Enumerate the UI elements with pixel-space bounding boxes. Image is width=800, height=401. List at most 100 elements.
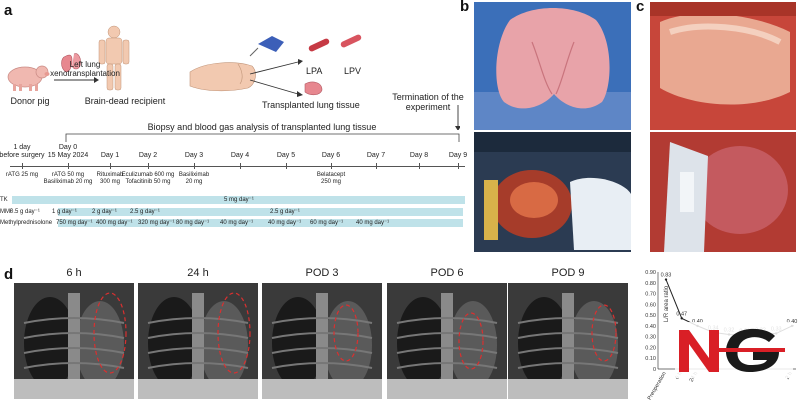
treatment-name: MMF: [0, 209, 14, 215]
surgery-photo-bottom: [474, 132, 631, 252]
treatment-dose: 0.5 g day⁻¹: [10, 209, 40, 215]
timeline-day-label: Day 3: [184, 152, 204, 159]
pig-illustration: [7, 65, 50, 91]
xray-label: 24 h: [187, 267, 209, 279]
panel-label-b: b: [460, 0, 470, 15]
chest-xray-image: [262, 283, 382, 399]
treatment-dose: 2 g day⁻¹: [92, 209, 117, 215]
chart-y-tick-label: 0.70: [645, 292, 656, 298]
chest-xray-image: [14, 283, 134, 399]
biopsy-bracket: [65, 133, 460, 142]
treatment-dose: 40 mg day⁻¹: [220, 220, 254, 226]
termination-label: Termination of the experiment: [392, 92, 464, 112]
timeline-drug-label: Eculizumab 600 mg Tofacitinib 50 mg: [121, 172, 175, 185]
treatment-dose: 320 mg day⁻¹: [138, 220, 175, 226]
chart-y-axis-label: L/R area ratio: [664, 285, 670, 322]
chest-xray-image: [387, 283, 507, 399]
lpv-tube-icon: [340, 34, 362, 48]
timeline-tick: [22, 163, 23, 169]
timeline-tick: [194, 163, 195, 169]
chest-xray-image: [508, 283, 628, 399]
timeline-day-label: Day 0 15 May 2024: [47, 144, 89, 159]
xray-label: POD 3: [305, 267, 339, 279]
timeline-drug-label: rATG 50 mg Basiliximab 20 mg: [43, 172, 93, 185]
timeline-tick: [286, 163, 287, 169]
chart-data-label: 0.47: [676, 311, 687, 317]
timeline-day-label: Day 4: [230, 152, 250, 159]
syringe-icon: [249, 36, 284, 57]
chart-y-tick-label: 0: [653, 367, 656, 373]
lpa-tube-icon: [308, 38, 330, 52]
procedure-label: Left lung xenotransplantation: [50, 60, 120, 78]
timeline-tick: [240, 163, 241, 169]
timeline-tick: [331, 163, 332, 169]
chart-data-label: 0.40: [692, 319, 703, 325]
treatment-bar: [58, 219, 463, 227]
donor-lung-illustration: [61, 53, 81, 73]
chest-xray-image: [138, 283, 258, 399]
timeline-axis: [10, 166, 465, 167]
timeline-day-label: 1 day before surgery: [0, 144, 45, 159]
treatment-bar: [12, 208, 58, 216]
treatment-dose: 2.5 g day⁻¹: [270, 209, 300, 215]
timeline-day-label: Day 9: [448, 152, 468, 159]
timeline-drug-label: Rituximab 300 mg: [96, 172, 124, 185]
treatment-dose: 5 mg day⁻¹: [224, 197, 254, 203]
chart-y-tick-label: 0.20: [645, 345, 656, 351]
timeline-tick: [376, 163, 377, 169]
lung-photo-top: [474, 2, 631, 130]
lpv-label: LPV: [344, 66, 362, 76]
panel-label-d: d: [4, 266, 14, 283]
timeline-day-label: Day 2: [138, 152, 158, 159]
donor-pig-label: Donor pig: [10, 96, 50, 106]
timeline-day-label: Day 8: [409, 152, 429, 159]
biopsy-label: Biopsy and blood gas analysis of transpl…: [147, 122, 377, 132]
hand-illustration: [189, 62, 256, 92]
treatment-dose: 750 mg day⁻¹: [56, 220, 93, 226]
timeline-day-label: Day 5: [276, 152, 296, 159]
chart-data-label: 0.83: [661, 273, 672, 279]
chart-x-tick-label: Preoperation: [647, 371, 668, 401]
panel-label-a: a: [4, 2, 13, 19]
tissue-label: Transplanted lung tissue: [262, 100, 360, 110]
chart-y-tick-label: 0.60: [645, 302, 656, 308]
treatment-bar: [12, 196, 465, 204]
chart-y-tick-label: 0.10: [645, 356, 656, 362]
chart-y-tick-label: 0.90: [645, 270, 656, 276]
timeline-tick: [110, 163, 111, 169]
chart-y-tick-label: 0.50: [645, 313, 656, 319]
lung-closeup-photo-bottom: [650, 132, 796, 252]
timeline-tick: [148, 163, 149, 169]
treatment-name: TK: [0, 197, 8, 203]
panel-a-illustrations: [7, 25, 460, 130]
timeline-drug-label: Basiliximab 20 mg: [178, 172, 210, 185]
treatment-dose: 60 mg day⁻¹: [310, 220, 344, 226]
ng-logo: [675, 322, 793, 378]
treatment-dose: 1 g day⁻¹: [52, 209, 77, 215]
chart-data-label: 0.40: [787, 319, 798, 325]
timeline-tick: [68, 163, 69, 169]
chart-y-tick-label: 0.80: [645, 281, 656, 287]
chart-y-tick-label: 0.30: [645, 335, 656, 341]
timeline-day-label: Day 7: [366, 152, 386, 159]
timeline-drug-label: Belatacept 250 mg: [316, 172, 346, 185]
recipient-illustration: [98, 25, 130, 91]
xray-label: 6 h: [66, 267, 82, 279]
xray-label: POD 9: [551, 267, 585, 279]
xray-label: POD 6: [430, 267, 464, 279]
chart-y-tick-label: 0.40: [645, 324, 656, 330]
panel-label-c: c: [636, 0, 645, 15]
treatment-bar: [58, 208, 463, 216]
timeline-day-label: Day 6: [321, 152, 341, 159]
timeline-tick: [458, 163, 459, 169]
timeline-day-label: Day 1: [100, 152, 120, 159]
chart-point: [680, 317, 683, 320]
recipient-label: Brain-dead recipient: [84, 96, 166, 106]
timeline-drug-label: rATG 25 mg: [5, 172, 39, 178]
treatment-dose: 40 mg day⁻¹: [356, 220, 390, 226]
chart-point: [664, 278, 668, 281]
lung-closeup-photo-top: [650, 2, 796, 130]
treatment-name: Methylprednisolone: [0, 220, 53, 226]
tissue-sample-icon: [304, 81, 323, 96]
treatment-dose: 40 mg day⁻¹: [268, 220, 302, 226]
